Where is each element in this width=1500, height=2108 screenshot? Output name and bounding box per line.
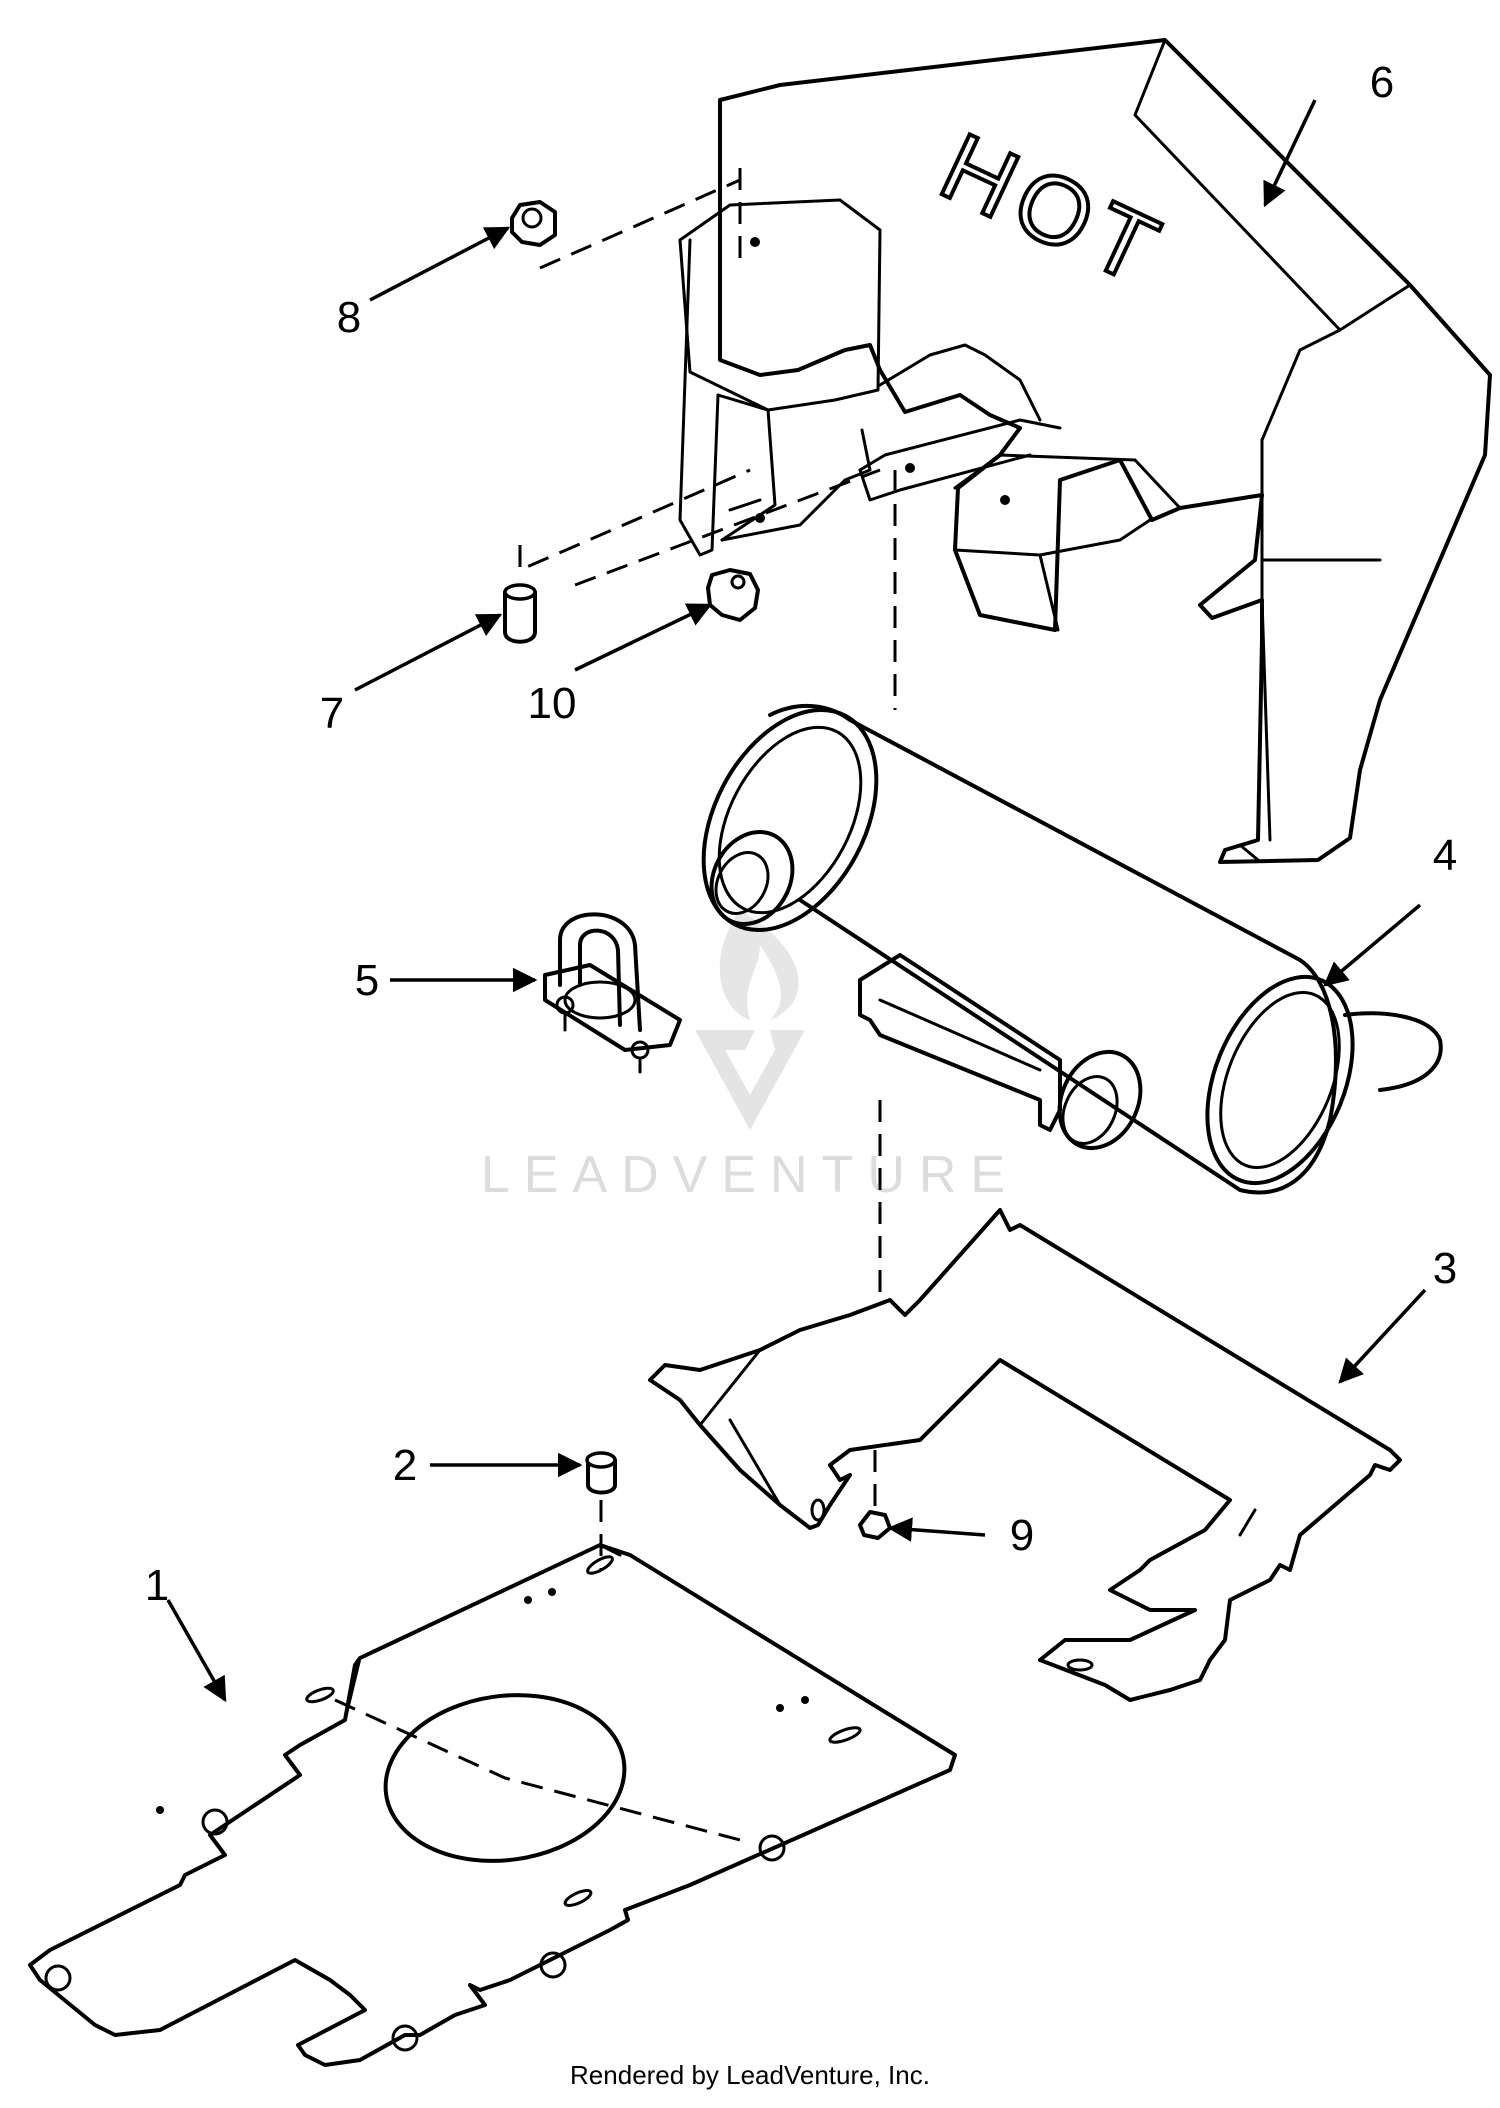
part-4-muffler <box>701 703 1443 1195</box>
callout-4: 4 <box>1433 831 1457 880</box>
callout-10: 10 <box>528 679 577 728</box>
callout-labels: 6 8 7 10 4 5 3 2 9 1 <box>145 58 1457 1610</box>
callout-2: 2 <box>393 1441 417 1490</box>
callout-1: 1 <box>145 1561 169 1610</box>
shield-hot-text: HOT <box>926 113 1182 308</box>
part-7-spacer <box>503 583 537 644</box>
part-1-base-plate <box>28 1543 957 2067</box>
part-8-hex-nut <box>510 200 557 247</box>
callout-8: 8 <box>337 293 361 342</box>
watermark-logo: LEADVENTURE <box>481 910 1019 1204</box>
leader-lines <box>166 99 1427 1703</box>
part-3-plate <box>648 1208 1402 1702</box>
part-2-spacer <box>585 1451 617 1570</box>
callout-5: 5 <box>355 956 379 1005</box>
callout-6: 6 <box>1370 58 1394 107</box>
callout-7: 7 <box>320 689 344 738</box>
callout-3: 3 <box>1433 1244 1457 1293</box>
callout-9: 9 <box>1010 1511 1034 1560</box>
part-10-clip-nut <box>706 568 760 622</box>
part-5-u-clamp <box>543 912 682 1074</box>
footer-credit: Rendered by LeadVenture, Inc. <box>570 2060 930 2090</box>
watermark-text: LEADVENTURE <box>481 1146 1019 1204</box>
part-6-heat-shield: HOT <box>678 38 1492 864</box>
part-9-screw <box>858 1450 892 1540</box>
